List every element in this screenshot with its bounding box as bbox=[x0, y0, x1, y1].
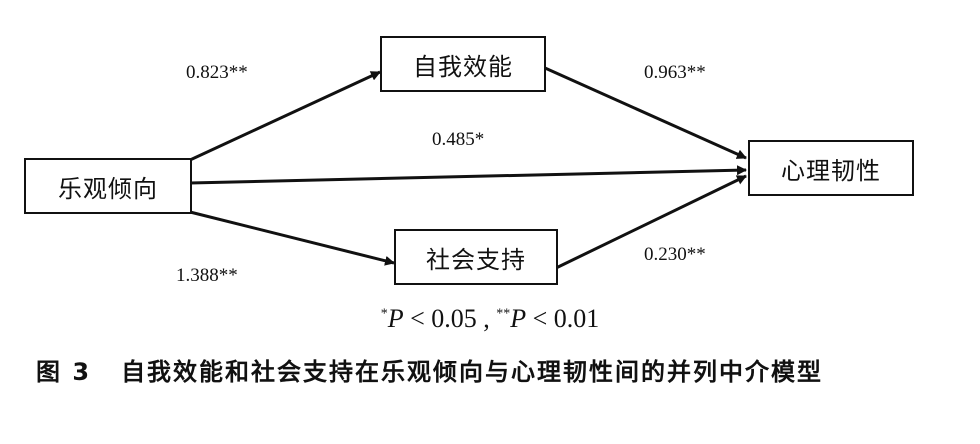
figure-caption: 图 3 自我效能和社会支持在乐观倾向与心理韧性间的并列中介模型 bbox=[36, 352, 823, 387]
arrow-b2 bbox=[555, 174, 747, 270]
node-mediator-1: 自我效能 bbox=[380, 36, 546, 92]
legend-star-2: ** bbox=[496, 306, 511, 322]
arrow-a2 bbox=[189, 210, 395, 266]
coef-b2: 0.230** bbox=[644, 244, 706, 265]
arrow-c-prime bbox=[189, 165, 747, 185]
legend-threshold-2: < 0.01 bbox=[526, 304, 600, 333]
node-mediator-2: 社会支持 bbox=[394, 229, 558, 285]
legend-star-1: * bbox=[380, 306, 388, 322]
significance-legend: *P < 0.05 , **P < 0.01 bbox=[0, 304, 980, 334]
figure-number: 图 3 bbox=[36, 358, 92, 386]
coef-b1: 0.963** bbox=[644, 62, 706, 83]
coef-a1: 0.823** bbox=[186, 62, 248, 83]
arrow-b1 bbox=[544, 66, 747, 160]
legend-p-2: P bbox=[510, 304, 527, 333]
legend-p-1: P bbox=[387, 304, 404, 333]
coef-c-prime: 0.485* bbox=[432, 129, 485, 150]
arrow-a1 bbox=[189, 70, 381, 162]
coef-a2: 1.388** bbox=[176, 265, 238, 286]
legend-threshold-1: < 0.05 , bbox=[403, 304, 497, 333]
figure-title: 自我效能和社会支持在乐观倾向与心理韧性间的并列中介模型 bbox=[121, 358, 824, 386]
node-outcome: 心理韧性 bbox=[748, 140, 914, 196]
node-predictor: 乐观倾向 bbox=[24, 158, 192, 214]
